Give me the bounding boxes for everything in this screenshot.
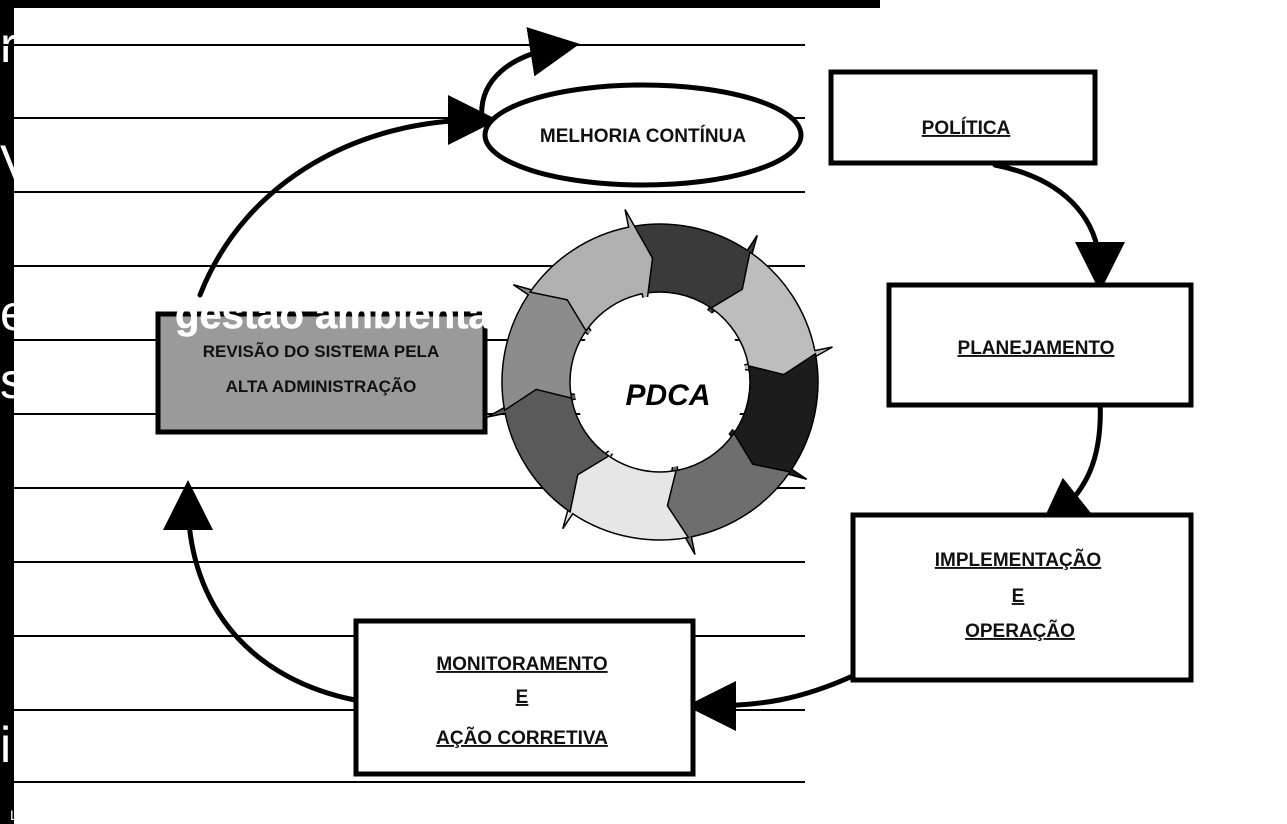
pdca-segment bbox=[528, 209, 654, 333]
cycle-arrows bbox=[163, 27, 1125, 731]
politica-node bbox=[828, 69, 1098, 166]
fragment-left-2: V bbox=[0, 135, 34, 191]
revisao-line-2: ALTA ADMINISTRAÇÃO bbox=[226, 376, 417, 396]
planejamento-label: PLANEJAMENTO bbox=[958, 338, 1115, 359]
melhoria-continua-label: MELHORIA CONTÍNUA bbox=[540, 125, 746, 147]
implementacao-line-2: E bbox=[1012, 586, 1025, 607]
fragment-footer: Lür bbox=[10, 807, 31, 823]
pdca-center-label: PDCA bbox=[625, 379, 710, 412]
left-bar bbox=[0, 432, 12, 468]
monitoramento-line-2: E bbox=[516, 687, 529, 708]
top-band bbox=[0, 0, 880, 8]
arrow-monitoramento-to-revisao bbox=[163, 480, 358, 703]
fragment-left-4: s bbox=[0, 353, 25, 409]
arrow-politica-to-planejamento bbox=[992, 162, 1125, 292]
melhoria-continua-node bbox=[482, 82, 804, 188]
implementacao-node bbox=[850, 512, 1194, 683]
fragment-left-5: i bbox=[0, 717, 11, 773]
fragment-left-3: e bbox=[0, 285, 28, 341]
arrow-melhoria-loop bbox=[479, 27, 580, 123]
revisao-node bbox=[155, 311, 488, 435]
monitoramento-line-3: AÇÃO CORRETIVA bbox=[436, 727, 608, 749]
pdca-cycle bbox=[487, 209, 833, 555]
implementacao-line-3: OPERAÇÃO bbox=[965, 620, 1075, 642]
arrow-planejamento-to-implementacao bbox=[1039, 397, 1103, 529]
planejamento-node bbox=[886, 282, 1194, 408]
implementacao-line-1: IMPLEMENTAÇÃO bbox=[935, 549, 1101, 571]
revisao-line-1: REVISÃO DO SISTEMA PELA bbox=[203, 341, 439, 361]
overlay-fragment: gestão ambiental bbox=[175, 293, 502, 337]
arrow-revisao-to-melhoria bbox=[197, 95, 498, 298]
monitoramento-node bbox=[353, 618, 696, 777]
pdca-hub bbox=[574, 296, 746, 468]
politica-label: POLÍTICA bbox=[922, 117, 1011, 139]
arrow-implementacao-to-monitoramento bbox=[686, 672, 858, 731]
monitoramento-line-1: MONITORAMENTO bbox=[436, 654, 607, 675]
